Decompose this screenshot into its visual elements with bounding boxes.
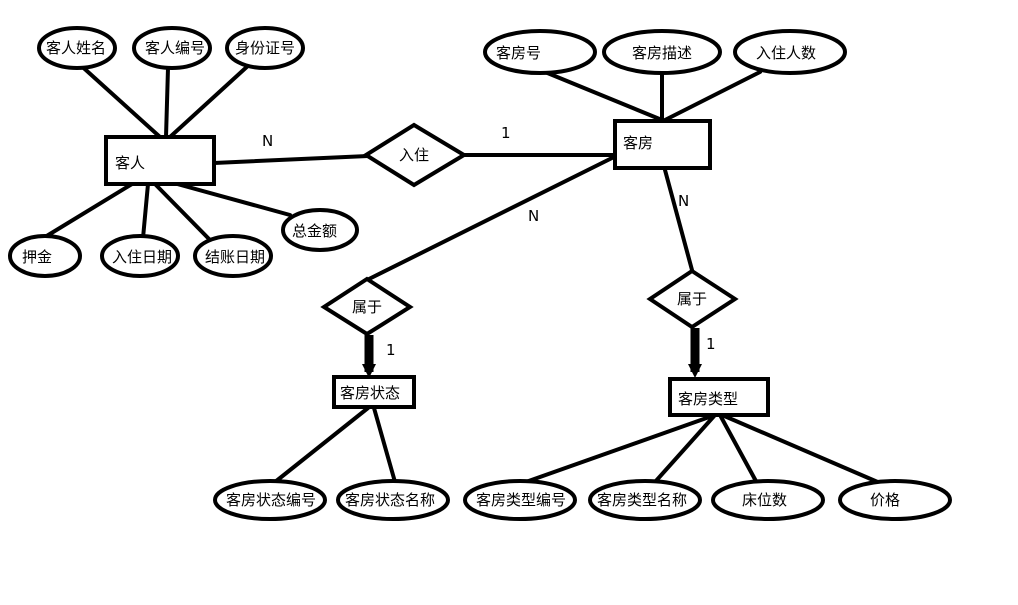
line-bed-count bbox=[718, 413, 759, 485]
line-room-no bbox=[543, 70, 664, 122]
cardinality-room-type-side: N bbox=[678, 192, 689, 210]
line-room-belongs-status bbox=[367, 155, 616, 281]
relationship-stay-label: 入住 bbox=[399, 146, 429, 164]
line-checkin-date bbox=[141, 182, 150, 240]
line-id-card bbox=[168, 62, 252, 139]
svg-text:入住日期: 入住日期 bbox=[112, 248, 172, 266]
line-guest-name bbox=[75, 60, 162, 139]
arrow-head-status bbox=[362, 364, 376, 378]
relationship-stay: 入住 bbox=[362, 122, 468, 188]
relationship-belongs-status-label: 属于 bbox=[352, 298, 382, 316]
svg-text:客房描述: 客房描述 bbox=[632, 44, 692, 62]
attr-id-card: 身份证号 bbox=[225, 26, 305, 70]
relationship-belongs-type-label: 属于 bbox=[677, 290, 707, 308]
svg-text:身份证号: 身份证号 bbox=[235, 39, 295, 57]
entity-room-type-label: 客房类型 bbox=[678, 390, 738, 408]
svg-text:入住人数: 入住人数 bbox=[756, 44, 816, 62]
attr-status-name: 客房状态名称 bbox=[336, 479, 450, 521]
svg-text:客房类型编号: 客房类型编号 bbox=[476, 491, 566, 509]
svg-text:客房号: 客房号 bbox=[496, 44, 541, 62]
line-price bbox=[720, 413, 882, 485]
line-deposit bbox=[43, 182, 134, 239]
entity-room-type: 客房类型 bbox=[668, 377, 770, 417]
svg-text:押金: 押金 bbox=[22, 248, 52, 266]
line-room-belongs-type bbox=[663, 168, 694, 272]
attr-checkout-date: 结账日期 bbox=[193, 234, 273, 278]
attr-guest-name: 客人姓名 bbox=[37, 26, 117, 70]
svg-text:客人姓名: 客人姓名 bbox=[46, 39, 106, 57]
svg-text:结账日期: 结账日期 bbox=[205, 248, 265, 266]
attr-total-amount: 总金额 bbox=[281, 208, 359, 252]
attr-room-desc: 客房描述 bbox=[602, 29, 722, 75]
line-type-name bbox=[653, 413, 717, 484]
cardinality-status-side: 1 bbox=[386, 341, 396, 359]
svg-text:客房状态名称: 客房状态名称 bbox=[345, 491, 435, 509]
relationship-belongs-status: 属于 bbox=[320, 276, 414, 337]
line-checkout-date bbox=[153, 182, 212, 242]
svg-text:价格: 价格 bbox=[870, 491, 900, 509]
svg-text:床位数: 床位数 bbox=[742, 491, 787, 509]
line-occupants bbox=[663, 70, 762, 122]
cardinality-room-status-side: N bbox=[528, 207, 539, 225]
attr-type-name: 客房类型名称 bbox=[588, 479, 702, 521]
arrow-head-type bbox=[688, 364, 702, 378]
svg-text:总金额: 总金额 bbox=[292, 222, 337, 240]
svg-text:客房类型名称: 客房类型名称 bbox=[597, 491, 687, 509]
attr-bed-count: 床位数 bbox=[711, 479, 825, 521]
relationship-belongs-type: 属于 bbox=[646, 268, 739, 330]
line-status-name bbox=[372, 406, 397, 484]
entity-room-status: 客房状态 bbox=[332, 375, 416, 409]
entity-guest: 客人 bbox=[104, 135, 216, 186]
entity-room-label: 客房 bbox=[623, 134, 653, 152]
attr-status-no: 客房状态编号 bbox=[213, 479, 327, 521]
attr-checkin-date: 入住日期 bbox=[100, 234, 180, 278]
line-status-no bbox=[273, 406, 370, 484]
entity-room-status-label: 客房状态 bbox=[340, 384, 400, 402]
attr-price: 价格 bbox=[838, 479, 952, 521]
line-type-no bbox=[521, 413, 717, 485]
connector-lines bbox=[43, 60, 882, 485]
svg-text:客人编号: 客人编号 bbox=[145, 39, 205, 57]
cardinality-stay-room: 1 bbox=[501, 124, 511, 142]
svg-text:客房状态编号: 客房状态编号 bbox=[226, 491, 316, 509]
attr-room-no: 客房号 bbox=[483, 29, 597, 75]
line-guest-stay bbox=[212, 154, 370, 165]
cardinality-guest-stay: N bbox=[262, 132, 273, 150]
line-guest-id bbox=[164, 66, 170, 139]
cardinality-type-side: 1 bbox=[706, 335, 716, 353]
line-total-amount bbox=[168, 180, 292, 217]
attr-guest-id: 客人编号 bbox=[132, 26, 212, 70]
attr-occupants: 入住人数 bbox=[733, 29, 847, 75]
attr-deposit: 押金 bbox=[8, 234, 82, 278]
entity-room: 客房 bbox=[613, 119, 712, 170]
cardinality-labels: N 1 N 1 N 1 bbox=[262, 124, 716, 359]
attr-type-no: 客房类型编号 bbox=[463, 479, 577, 521]
entity-guest-label: 客人 bbox=[115, 154, 145, 172]
